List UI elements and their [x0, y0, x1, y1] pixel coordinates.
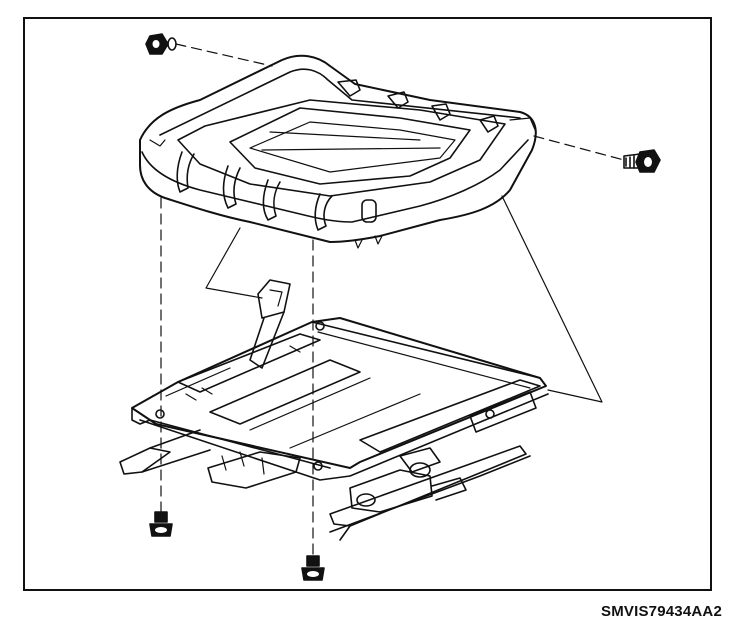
nut-bottom-center: [302, 556, 324, 580]
figure-code: SMVIS79434AA2: [601, 603, 722, 620]
nut-bottom-left: [150, 512, 172, 536]
bolt-top-left: [146, 34, 176, 54]
seat-frame: [120, 280, 548, 540]
leader-lines: [161, 44, 624, 556]
figure-frame: [23, 17, 712, 591]
seat-cushion: [140, 56, 536, 248]
bolt-top-right: [624, 150, 660, 172]
